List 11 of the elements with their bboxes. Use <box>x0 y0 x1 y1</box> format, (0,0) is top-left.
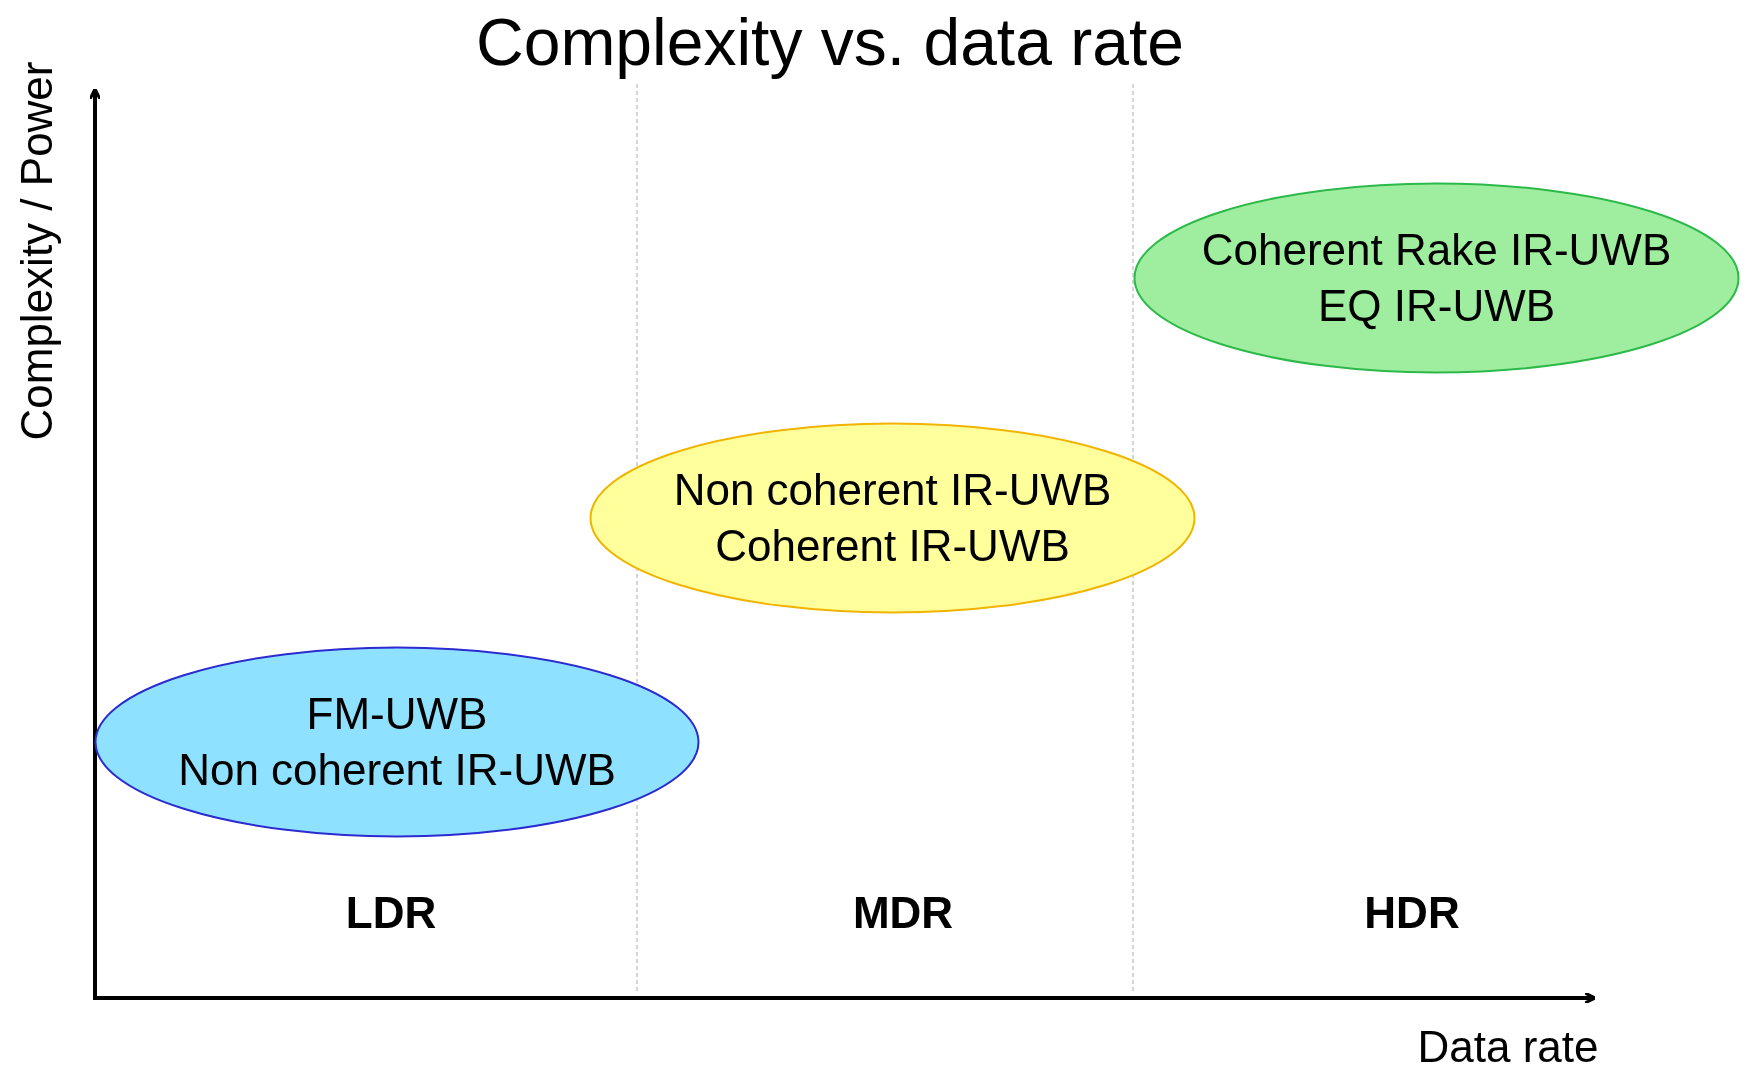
ellipse-label: Coherent IR-UWB <box>715 520 1070 572</box>
axis-label: Complexity / Power <box>12 61 62 441</box>
ellipse-label: Coherent Rake IR-UWB <box>1201 224 1672 276</box>
ellipse-label: EQ IR-UWB <box>1317 280 1556 332</box>
region-label: LDR <box>345 888 437 938</box>
region-label: MDR <box>852 888 954 938</box>
ellipse-label: Non coherent IR-UWB <box>673 464 1112 516</box>
ellipse-label: FM-UWB <box>306 688 488 740</box>
region-label: HDR <box>1364 888 1460 938</box>
axis-label: Data rate <box>1417 1022 1599 1068</box>
ellipse-label: Non coherent IR-UWB <box>178 744 616 796</box>
